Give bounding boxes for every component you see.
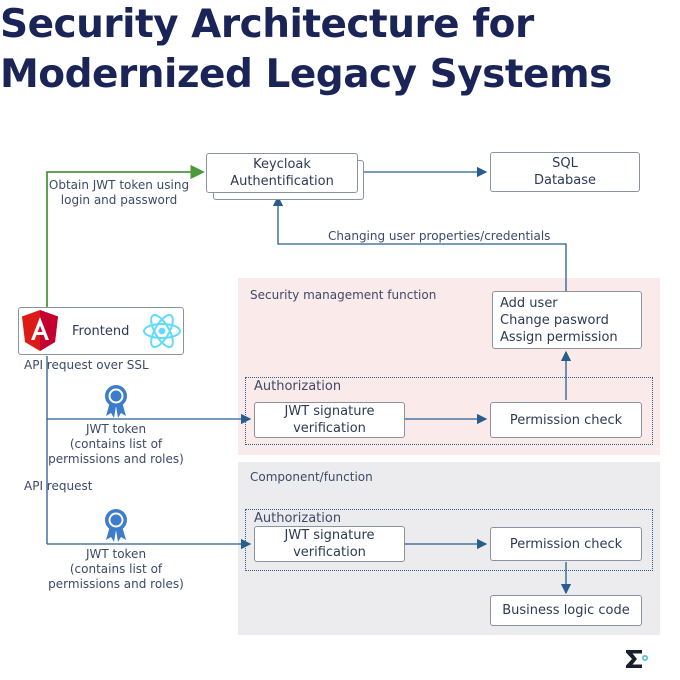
api-request-ssl-label: API request over SSL — [24, 358, 149, 372]
jwt-token-label-2: JWT token (contains list of permissions … — [40, 547, 192, 592]
jwt-verification-box-security: JWT signature verification — [254, 402, 405, 438]
sql-line-2: Database — [533, 173, 597, 188]
jwt-security-line-1: JWT signature — [284, 404, 375, 419]
permission-check-box-security: Permission check — [490, 402, 642, 438]
green-arrow-to-keycloak — [46, 164, 205, 308]
user-actions-box: Add user Change pasword Assign permissio… — [492, 291, 642, 349]
jwt-component-line-2: verification — [293, 545, 366, 560]
api-request-label: API request — [24, 479, 93, 493]
title-line-1: Security Architecture for — [0, 2, 534, 47]
jwt-component-line-1: JWT signature — [284, 528, 375, 543]
authorization-frame-security — [245, 377, 653, 445]
action-change-password: Change pasword — [500, 312, 609, 328]
authorization-label-component: Authorization — [254, 511, 342, 526]
jwt-badge-icon-2 — [105, 509, 127, 542]
jwt-token-label-1: JWT token (contains list of permissions … — [40, 422, 192, 467]
action-add-user: Add user — [500, 295, 558, 311]
token1-line-3: permissions and roles) — [48, 452, 184, 466]
component-section-title: Component/function — [250, 470, 373, 484]
angular-icon — [22, 310, 58, 351]
react-icon — [143, 314, 181, 348]
token2-line-1: JWT token — [85, 547, 147, 561]
keycloak-line-2: Authentification — [230, 174, 334, 189]
token2-line-2: (contains list of — [69, 562, 163, 576]
security-section-title: Security management function — [250, 288, 437, 302]
obtain-token-label: Obtain JWT token using login and passwor… — [48, 178, 190, 208]
jwt-badge-icon-1 — [105, 385, 127, 418]
obtain-label-line-2: login and password — [60, 193, 178, 207]
sql-line-1: SQL — [552, 156, 578, 171]
action-assign-permission: Assign permission — [500, 329, 618, 345]
jwt-verification-box-component: JWT signature verification — [254, 526, 405, 562]
jwt-security-line-2: verification — [293, 421, 366, 436]
authorization-label-security: Authorization — [254, 379, 342, 394]
title-line-2: Modernized Legacy Systems — [0, 52, 612, 97]
arrow-actions-to-keycloak — [272, 195, 567, 292]
token1-line-1: JWT token — [85, 422, 147, 436]
token2-line-3: permissions and roles) — [48, 577, 184, 591]
frontend-label: Frontend — [72, 324, 130, 339]
keycloak-line-1: Keycloak — [253, 157, 311, 172]
sql-database-box: SQL Database — [490, 152, 640, 192]
page-title: Security Architecture for Modernized Leg… — [0, 0, 640, 100]
changing-credentials-label: Changing user properties/credentials — [328, 229, 551, 243]
sigma-logo-icon — [626, 650, 648, 668]
business-logic-box: Business logic code — [490, 595, 642, 626]
obtain-label-line-1: Obtain JWT token using — [48, 178, 190, 192]
keycloak-box: Keycloak Authentification — [206, 153, 358, 193]
permission-check-box-component: Permission check — [490, 527, 642, 561]
token1-line-2: (contains list of — [69, 437, 163, 451]
